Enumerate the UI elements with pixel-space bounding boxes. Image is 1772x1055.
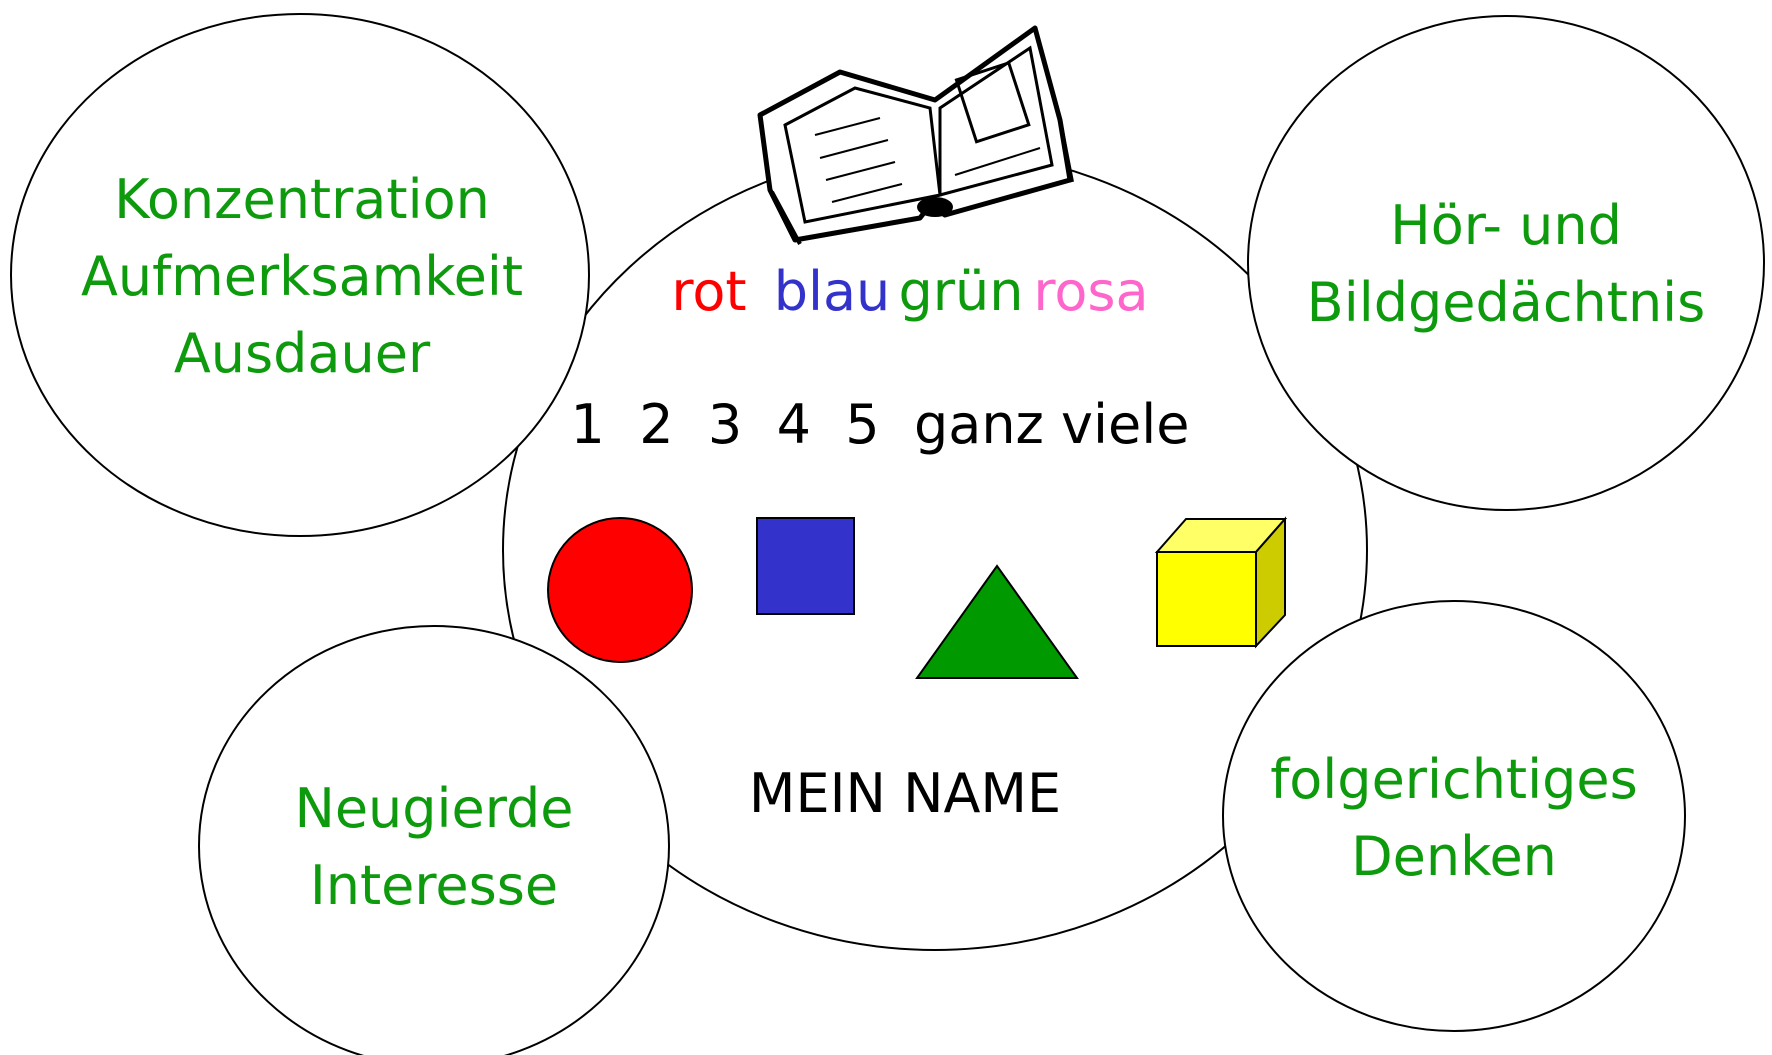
bubble-bottom-right — [1222, 600, 1686, 1032]
bubble-top-right-line-1: Hör- und — [1390, 194, 1622, 257]
color-word-blau: blau — [774, 260, 891, 323]
bubble-bottom-left-line-2: Interesse — [310, 854, 558, 917]
bubble-bottom-right-line-1: folgerichtiges — [1270, 748, 1637, 811]
bubble-top-left-line-3: Ausdauer — [174, 322, 431, 385]
yellow-cube-shape — [1154, 516, 1288, 649]
color-word-gruen: grün — [899, 260, 1024, 323]
green-triangle-shape — [915, 564, 1079, 679]
open-book-icon — [757, 25, 1074, 245]
bubble-top-right-line-2: Bildgedächtnis — [1307, 271, 1706, 334]
bubble-top-left-line-1: Konzentration — [114, 168, 490, 231]
bubble-bottom-right-line-2: Denken — [1351, 825, 1557, 888]
color-word-rosa: rosa — [1033, 260, 1148, 323]
blue-square-shape — [756, 517, 855, 615]
color-word-rot: rot — [671, 260, 746, 323]
bubble-top-right — [1247, 15, 1765, 511]
bubble-bottom-left-line-1: Neugierde — [294, 777, 573, 840]
bubble-bottom-left — [198, 625, 670, 1055]
bubble-top-left — [10, 13, 590, 537]
mein-name-label: MEIN NAME — [749, 762, 1061, 825]
numbers-line: 1 2 3 4 5 ganz viele — [571, 393, 1190, 456]
red-circle-shape — [547, 517, 693, 663]
bubble-top-left-line-2: Aufmerksamkeit — [81, 245, 523, 308]
